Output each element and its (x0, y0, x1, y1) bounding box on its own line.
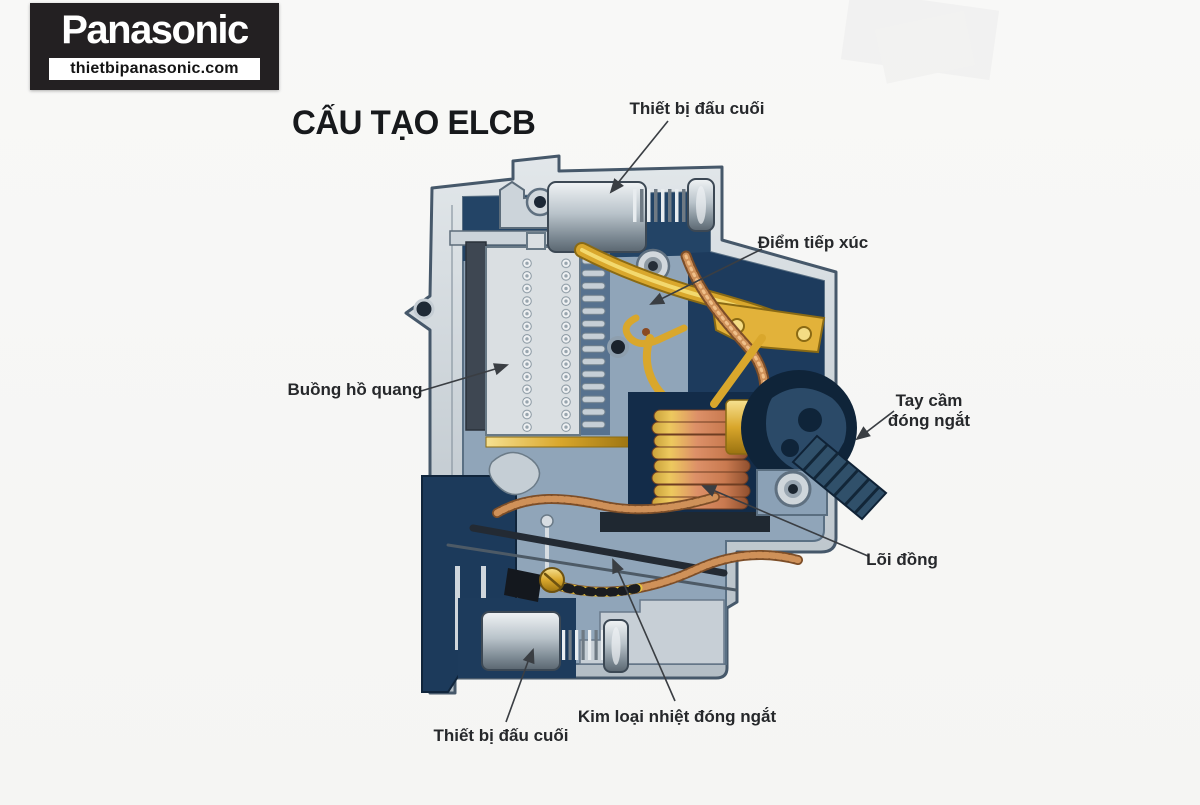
label-handle-line2: đóng ngắt (887, 411, 971, 430)
label-terminal-bottom: Thiết bị đấu cuối (433, 725, 569, 745)
terminal-screw-top-graphic (547, 178, 715, 253)
logo-brand-text: Panasonic (61, 8, 249, 52)
arc-chamber-graphic (465, 232, 635, 448)
braided-wire-lower (492, 492, 803, 602)
bimetal-strip-graphic (446, 524, 738, 592)
mounting-bracket (499, 180, 563, 229)
label-terminal-top: Thiết bị đấu cuối (629, 98, 765, 118)
label-arc-chamber: Buồng hồ quang (287, 379, 423, 399)
diagram-title: CẤU TẠO ELCB (292, 104, 536, 142)
logo-website-text: thietbipanasonic.com (70, 60, 239, 77)
label-copper-core: Lõi đồng (866, 549, 938, 569)
label-handle-line1: Tay cầm (895, 390, 963, 410)
trip-mechanism-graphic (488, 451, 554, 572)
annotation-arrows (420, 120, 895, 723)
background-watermark (840, 0, 1000, 84)
label-contact-point: Điểm tiếp xúc (757, 232, 869, 252)
terminal-screw-bottom-graphic (481, 611, 629, 673)
label-bimetal: Kim loại nhiệt đóng ngắt (577, 706, 777, 726)
label-handle: Tay cầm đóng ngắt (888, 391, 970, 431)
panasonic-logo: Panasonic thietbipanasonic.com (30, 3, 279, 90)
handle-graphic (741, 370, 888, 521)
logo-website-bar: thietbipanasonic.com (49, 58, 260, 80)
